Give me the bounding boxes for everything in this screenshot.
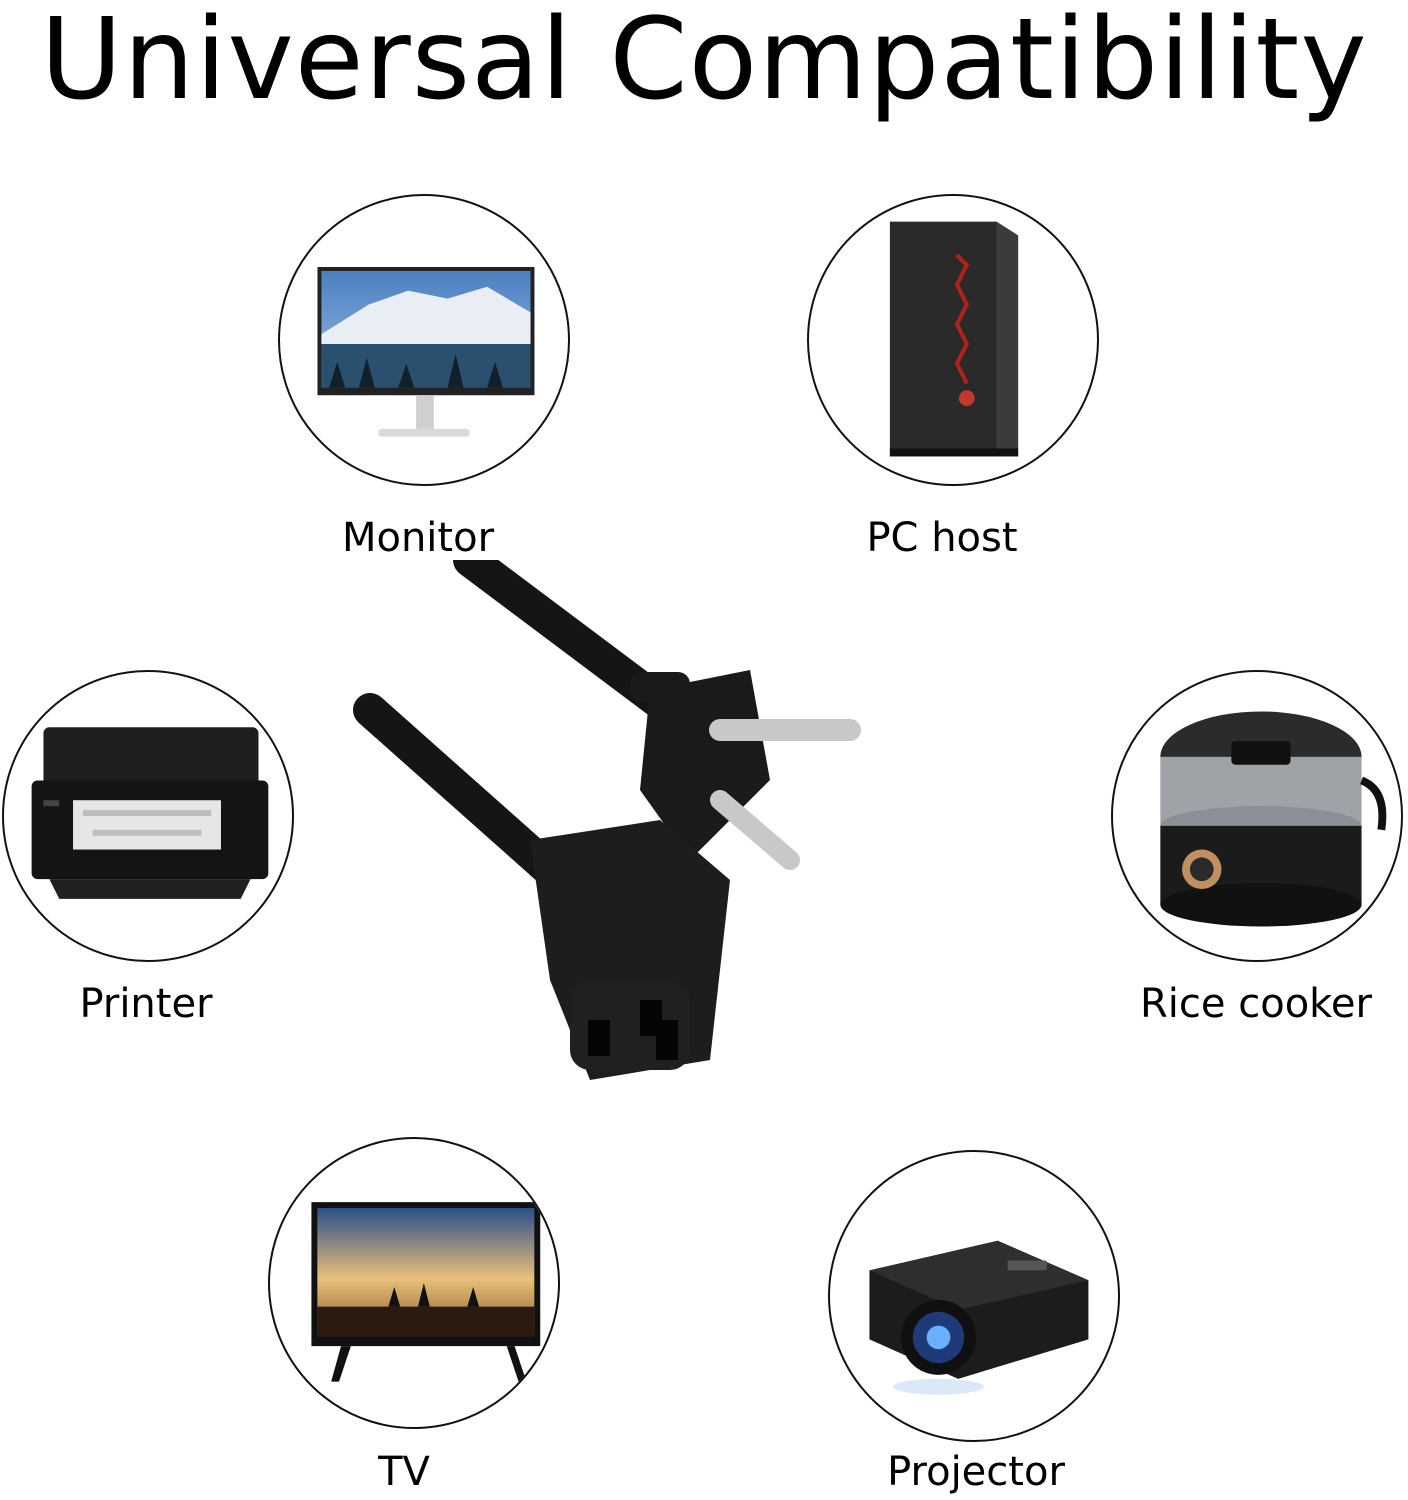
rice-cooker-icon — [1160, 711, 1387, 927]
c13-connector — [530, 820, 730, 1080]
printer-icon — [31, 727, 269, 899]
rice-cooker-device — [1111, 670, 1403, 962]
monitor-device — [278, 194, 570, 486]
nema-plug — [630, 670, 861, 870]
tv-icon — [311, 1202, 541, 1382]
projector-icon — [869, 1240, 1089, 1395]
monitor-icon — [317, 267, 535, 437]
pc-host-device — [807, 194, 1099, 486]
tv-label: TV — [378, 1449, 430, 1495]
projector-label: Projector — [887, 1449, 1065, 1495]
power-cable — [353, 560, 861, 1080]
monitor-label: Monitor — [341, 515, 495, 561]
page-title: Universal Compatibility — [40, 0, 1368, 125]
tv-device — [268, 1137, 560, 1429]
pc-host-label: PC host — [866, 515, 1018, 561]
printer-device — [2, 670, 294, 962]
printer-label: Printer — [79, 981, 213, 1027]
projector-device — [828, 1150, 1120, 1442]
cable-strand — [353, 693, 567, 887]
rice-cooker-label: Rice cooker — [1140, 981, 1372, 1027]
pc-tower-icon — [889, 221, 1019, 457]
